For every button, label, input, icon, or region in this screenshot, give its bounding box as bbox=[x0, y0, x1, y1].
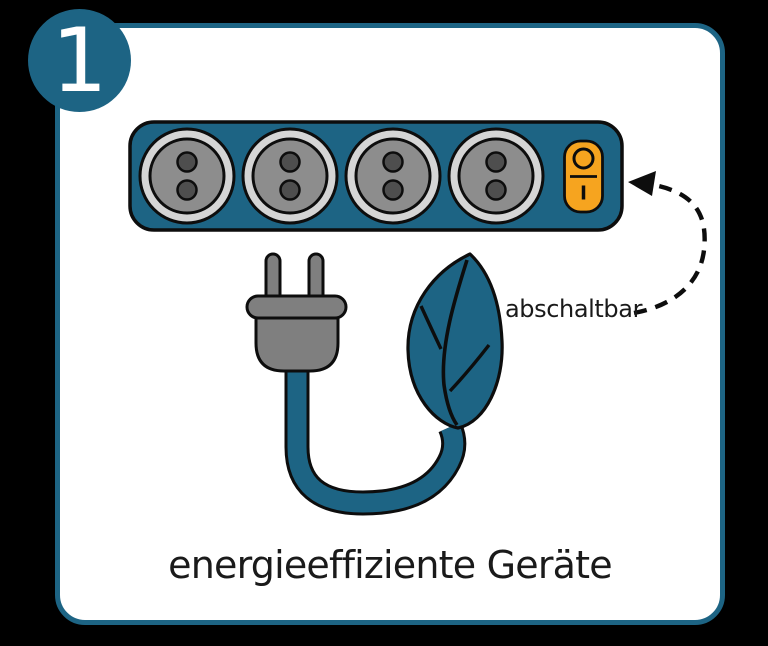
annotation-label: abschaltbar bbox=[505, 295, 643, 323]
step-number: 1 bbox=[51, 8, 108, 112]
step-card bbox=[55, 23, 725, 625]
number-badge: 1 bbox=[28, 9, 131, 112]
caption-text: energieeffiziente Geräte bbox=[168, 543, 612, 587]
